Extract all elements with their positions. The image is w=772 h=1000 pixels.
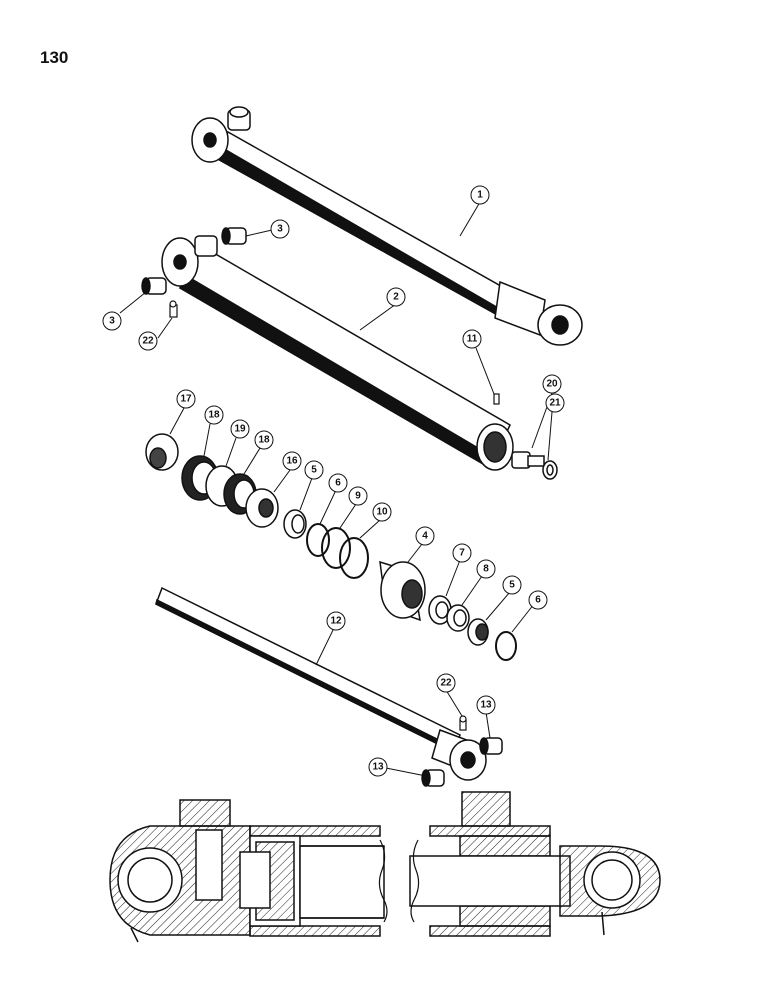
callout-22-upper: 22 bbox=[138, 331, 158, 351]
callout-3-upper: 3 bbox=[270, 219, 290, 239]
svg-text:1: 1 bbox=[477, 190, 483, 201]
svg-text:4: 4 bbox=[422, 531, 428, 542]
rod-wiper bbox=[428, 595, 452, 625]
piston bbox=[245, 488, 279, 528]
svg-text:16: 16 bbox=[286, 456, 298, 467]
svg-text:17: 17 bbox=[180, 394, 192, 405]
callout-5-left: 5 bbox=[304, 460, 324, 480]
callout-10: 10 bbox=[372, 502, 392, 522]
sectional-view-left bbox=[109, 799, 385, 943]
relief-fitting bbox=[511, 451, 545, 469]
callout-11: 11 bbox=[462, 329, 482, 349]
callout-7: 7 bbox=[452, 543, 472, 563]
callout-5-right: 5 bbox=[502, 575, 522, 595]
grease-fitting-rod bbox=[459, 715, 467, 731]
cylinder-tube bbox=[161, 235, 514, 471]
callout-19: 19 bbox=[230, 419, 250, 439]
svg-text:18: 18 bbox=[208, 410, 220, 421]
piston-seal-set bbox=[181, 455, 257, 515]
rod-bushing-lower bbox=[421, 769, 445, 787]
piston-nut bbox=[145, 433, 179, 471]
callout-22-lower: 22 bbox=[436, 673, 456, 693]
svg-text:19: 19 bbox=[234, 424, 246, 435]
callout-17: 17 bbox=[176, 389, 196, 409]
callout-18-right: 18 bbox=[254, 430, 274, 450]
svg-text:11: 11 bbox=[467, 334, 478, 345]
callout-2: 2 bbox=[386, 287, 406, 307]
cylinder-head-gland bbox=[379, 560, 426, 622]
backup-ring bbox=[321, 527, 351, 569]
svg-text:3: 3 bbox=[277, 224, 283, 235]
svg-text:22: 22 bbox=[440, 678, 452, 689]
svg-text:13: 13 bbox=[372, 762, 384, 773]
rod-bushing-upper bbox=[479, 737, 503, 755]
grease-fitting-upper bbox=[169, 300, 178, 318]
svg-text:21: 21 bbox=[549, 398, 561, 409]
section-break-lines bbox=[378, 839, 420, 923]
rod-bushing bbox=[467, 618, 489, 646]
o-ring-small bbox=[306, 523, 330, 557]
svg-text:2: 2 bbox=[393, 292, 399, 303]
svg-text:7: 7 bbox=[459, 548, 465, 559]
wear-ring bbox=[283, 509, 307, 539]
cylinder-assembly bbox=[191, 106, 583, 346]
callout-8: 8 bbox=[476, 559, 496, 579]
o-ring-large bbox=[339, 537, 369, 579]
callout-6-right: 6 bbox=[528, 590, 548, 610]
svg-text:8: 8 bbox=[483, 564, 489, 575]
svg-text:3: 3 bbox=[109, 316, 115, 327]
callout-9: 9 bbox=[348, 486, 368, 506]
callout-21: 21 bbox=[545, 393, 565, 413]
callout-6-left: 6 bbox=[328, 473, 348, 493]
bushing-lower bbox=[141, 277, 167, 295]
sectional-view-right bbox=[409, 791, 661, 937]
svg-text:10: 10 bbox=[376, 507, 388, 518]
set-screw bbox=[493, 393, 500, 405]
callout-12: 12 bbox=[326, 611, 346, 631]
rod-seal bbox=[446, 604, 470, 632]
svg-text:22: 22 bbox=[142, 336, 154, 347]
callout-18-left: 18 bbox=[204, 405, 224, 425]
piston-rod bbox=[155, 586, 487, 781]
o-ring-rod bbox=[495, 631, 517, 661]
svg-text:13: 13 bbox=[480, 700, 492, 711]
callout-3-lower: 3 bbox=[102, 311, 122, 331]
svg-text:6: 6 bbox=[335, 478, 341, 489]
svg-text:12: 12 bbox=[330, 616, 342, 627]
washer bbox=[542, 460, 558, 480]
svg-text:9: 9 bbox=[355, 491, 361, 502]
callout-16: 16 bbox=[282, 451, 302, 471]
callout-20: 20 bbox=[542, 374, 562, 394]
callout-13-lower: 13 bbox=[368, 757, 388, 777]
svg-text:18: 18 bbox=[258, 435, 270, 446]
callout-13-upper: 13 bbox=[476, 695, 496, 715]
callouts: 1 2 3 3 22 11 20 21 17 18 19 18 16 5 6 9… bbox=[102, 185, 565, 777]
bushing-upper bbox=[221, 227, 247, 245]
svg-text:5: 5 bbox=[311, 465, 317, 476]
page-number: 130 bbox=[40, 48, 69, 67]
svg-text:20: 20 bbox=[546, 379, 558, 390]
callout-1: 1 bbox=[470, 185, 490, 205]
leader-lines bbox=[119, 201, 553, 777]
callout-4: 4 bbox=[415, 526, 435, 546]
svg-text:6: 6 bbox=[535, 595, 541, 606]
svg-text:5: 5 bbox=[509, 580, 515, 591]
